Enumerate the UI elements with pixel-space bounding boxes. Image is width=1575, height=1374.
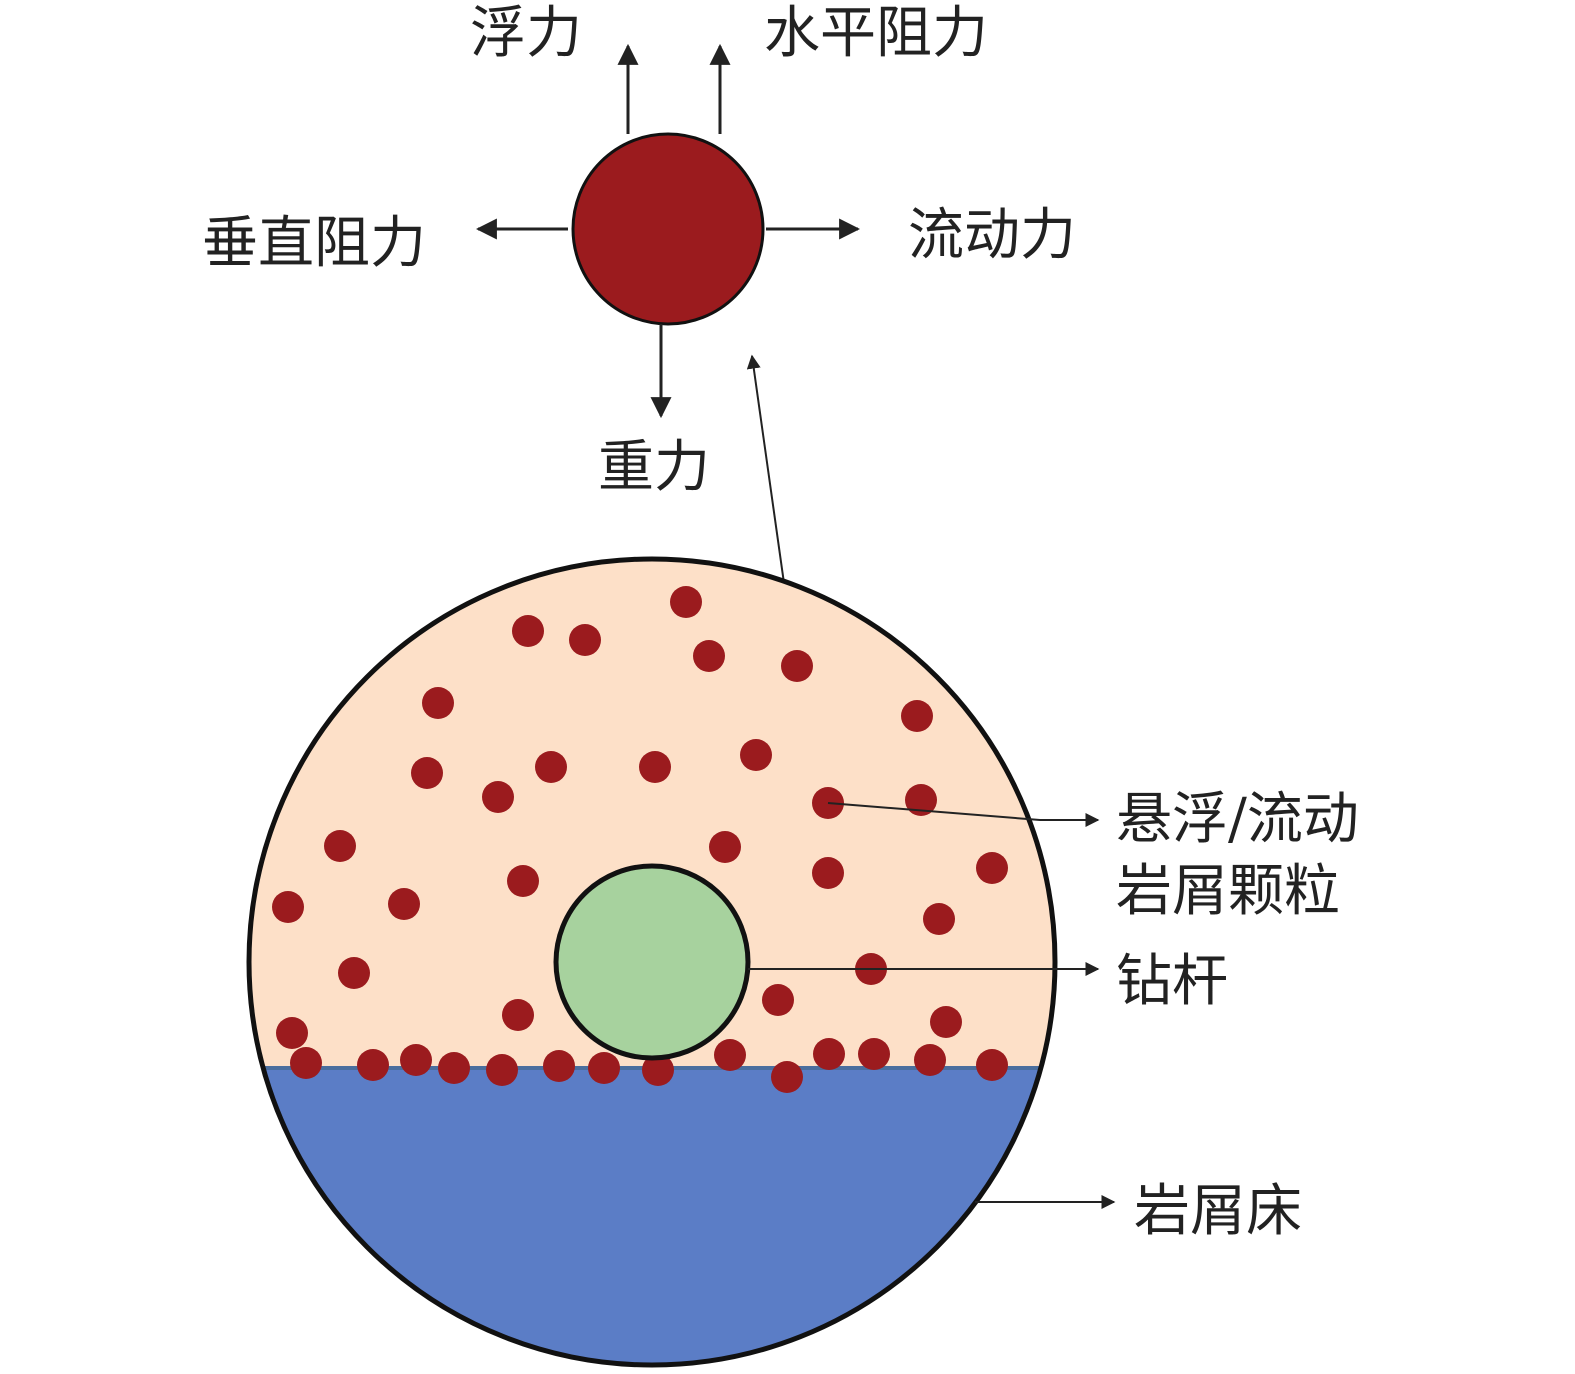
cuttings-particle: [588, 1052, 620, 1084]
label-buoyancy: 浮力: [470, 1, 582, 66]
cuttings-particle: [781, 650, 813, 682]
suspended-particles-leader: [827, 802, 1100, 827]
cuttings-particle: [642, 1054, 674, 1086]
cuttings-particle: [502, 999, 534, 1031]
cuttings-particle: [411, 757, 443, 789]
cuttings-particle: [740, 739, 772, 771]
annotations: 悬浮/流动 岩屑颗粒 钻杆 岩屑床: [748, 787, 1359, 1244]
wellbore-wall: [246, 556, 1058, 1368]
cuttings-particle: [905, 784, 937, 816]
cuttings-particle: [535, 751, 567, 783]
label-suspended-particles-line1: 悬浮/流动: [1116, 787, 1359, 852]
drill-pipe: [553, 863, 751, 1061]
suspended-particles: [272, 586, 1008, 1093]
label-gravity: 重力: [598, 435, 710, 500]
label-cuttings-bed: 岩屑床: [1134, 1179, 1302, 1244]
cuttings-particle: [813, 1038, 845, 1070]
cuttings-particle: [914, 1044, 946, 1076]
cuttings-particle: [639, 751, 671, 783]
cuttings-particle-large: [571, 132, 765, 326]
label-flow-force: 流动力: [908, 203, 1076, 268]
cuttings-particle: [422, 687, 454, 719]
cuttings-particle: [438, 1052, 470, 1084]
wellbore-cross-section: [246, 556, 1058, 1368]
cuttings-particle: [693, 640, 725, 672]
cuttings-particle: [569, 624, 601, 656]
cuttings-particle: [762, 984, 794, 1016]
cuttings-particle: [276, 1017, 308, 1049]
cuttings-particle: [858, 1038, 890, 1070]
cuttings-particle: [512, 615, 544, 647]
cuttings-particle: [486, 1054, 518, 1086]
cuttings-particle: [976, 852, 1008, 884]
cuttings-particle: [272, 891, 304, 923]
force-diagram: 浮力 水平阻力 垂直阻力 流动力 重力: [202, 1, 1076, 500]
cuttings-particle: [543, 1050, 575, 1082]
cuttings-particle: [714, 1039, 746, 1071]
cuttings-bed: [249, 1068, 1055, 1365]
cuttings-particle: [930, 1006, 962, 1038]
label-horizontal-drag: 水平阻力: [764, 1, 988, 66]
cuttings-particle: [388, 888, 420, 920]
cuttings-particle: [976, 1049, 1008, 1081]
cuttings-particle: [709, 831, 741, 863]
cuttings-particle: [812, 857, 844, 889]
cuttings-particle: [400, 1044, 432, 1076]
label-suspended-particles-line2: 岩屑颗粒: [1116, 859, 1340, 924]
cuttings-particle: [482, 781, 514, 813]
cuttings-particle: [771, 1061, 803, 1093]
cuttings-particle: [923, 903, 955, 935]
cuttings-particle: [324, 830, 356, 862]
cuttings-particle: [507, 865, 539, 897]
cuttings-particle: [901, 700, 933, 732]
cuttings-particle: [670, 586, 702, 618]
label-drill-pipe: 钻杆: [1116, 949, 1228, 1014]
label-vertical-drag: 垂直阻力: [202, 211, 426, 276]
cuttings-particle: [357, 1049, 389, 1081]
cuttings-particle: [290, 1047, 322, 1079]
cuttings-particle: [338, 957, 370, 989]
